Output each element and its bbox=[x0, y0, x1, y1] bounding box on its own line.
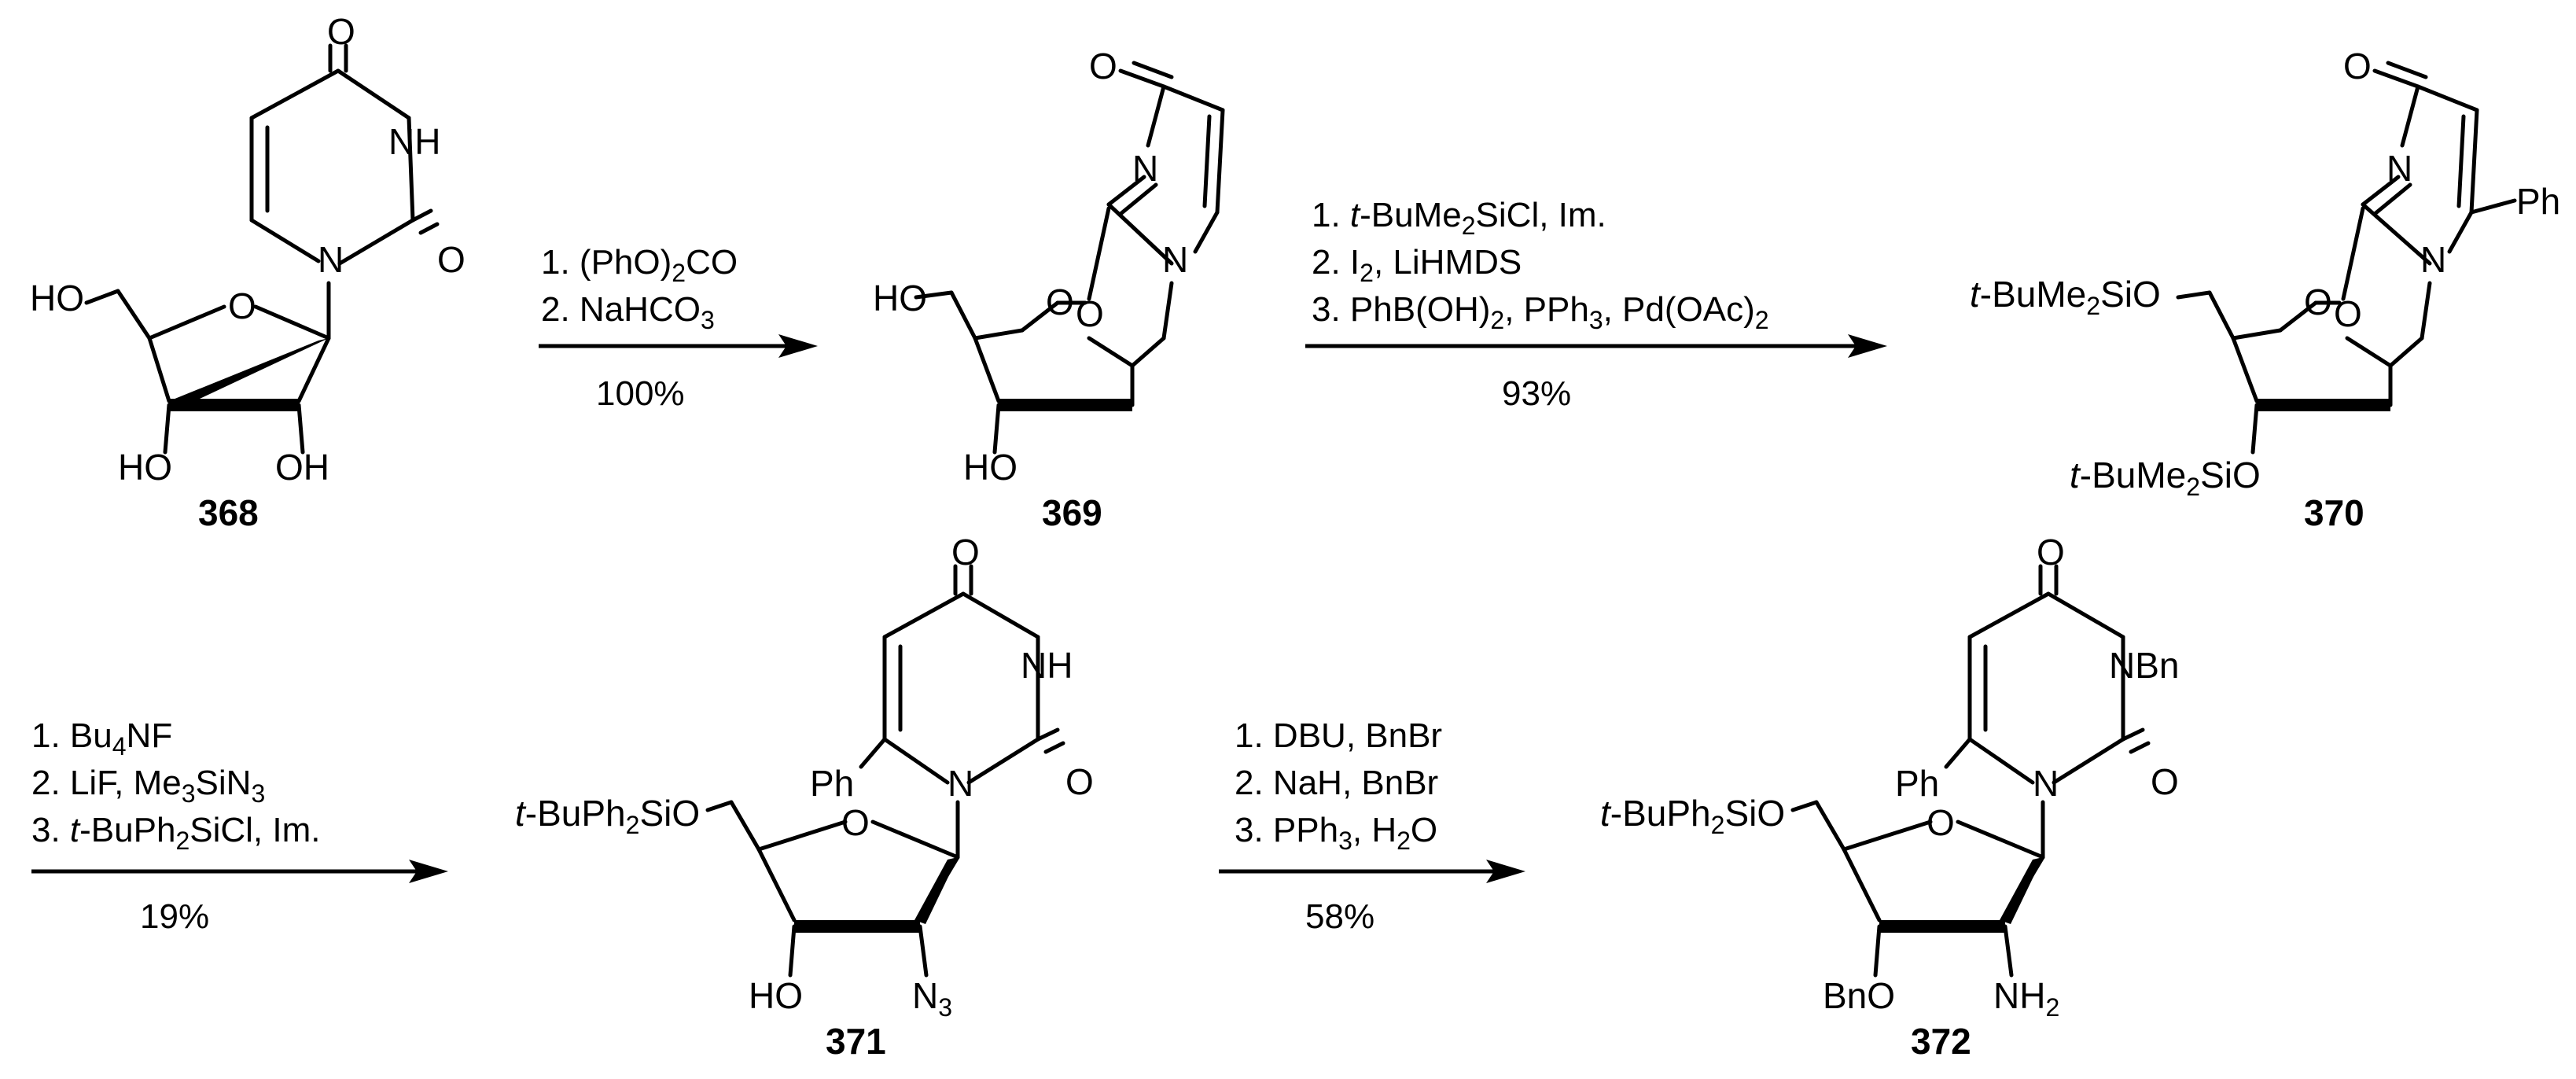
compound-370: O N N Ph O O t-BuMe2SiO t-BuMe2SiO 370 bbox=[1970, 46, 2560, 533]
atom-ho3: HO bbox=[118, 447, 172, 488]
compound-368: O NH O N O HO HO OH 368 bbox=[30, 11, 466, 533]
yield-3: 19% bbox=[140, 897, 209, 936]
conditions-3-line1: 1. Bu4NF bbox=[31, 716, 172, 760]
yield-2: 93% bbox=[1502, 374, 1571, 413]
compound-372: O NBn O N Ph O t-BuPh2SiO BnO NH2 372 bbox=[1600, 532, 2179, 1062]
atom-ring-o: O bbox=[1926, 802, 1955, 843]
compound-label-372: 372 bbox=[1911, 1021, 1971, 1062]
conditions-4-line1: 1. DBU, BnBr bbox=[1235, 716, 1442, 755]
yield-4: 58% bbox=[1305, 897, 1374, 936]
atom-o-carbonyl: O bbox=[951, 532, 980, 573]
reaction-arrow-1: 1. (PhO)2CO 2. NaHCO3 100% bbox=[539, 243, 818, 413]
atom-tbs5: t-BuMe2SiO bbox=[1970, 274, 2161, 320]
atom-ho3: HO bbox=[963, 447, 1018, 488]
conditions-3-line2: 2. LiF, Me3SiN3 bbox=[31, 764, 265, 808]
atom-ho5: HO bbox=[30, 278, 84, 319]
compound-label-368: 368 bbox=[198, 492, 259, 533]
conditions-3-line3: 3. t-BuPh2SiCl, Im. bbox=[31, 811, 320, 855]
compound-label-370: 370 bbox=[2304, 492, 2364, 533]
compound-label-371: 371 bbox=[826, 1021, 886, 1062]
reaction-arrow-4: 1. DBU, BnBr 2. NaH, BnBr 3. PPh3, H2O 5… bbox=[1219, 716, 1525, 936]
atom-o2: O bbox=[2151, 761, 2179, 802]
atom-ring-o: O bbox=[1046, 282, 1074, 322]
atom-bno: BnO bbox=[1823, 975, 1895, 1016]
atom-ho3: HO bbox=[749, 975, 803, 1016]
reaction-arrow-3: 1. Bu4NF 2. LiF, Me3SiN3 3. t-BuPh2SiCl,… bbox=[31, 716, 448, 936]
atom-o-carbonyl: O bbox=[2037, 532, 2065, 573]
atom-ph: Ph bbox=[810, 763, 854, 804]
atom-n1: N bbox=[1162, 239, 1188, 280]
atom-ring-o: O bbox=[841, 802, 870, 843]
compound-369: O N N O O HO HO 369 bbox=[873, 46, 1225, 533]
conditions-2-line2: 2. I2, LiHMDS bbox=[1312, 243, 1522, 287]
atom-o-carbonyl: O bbox=[1089, 46, 1117, 87]
yield-1: 100% bbox=[596, 374, 685, 413]
reaction-arrow-2: 1. t-BuMe2SiCl, Im. 2. I2, LiHMDS 3. PhB… bbox=[1305, 196, 1887, 413]
conditions-1-line1: 1. (PhO)2CO bbox=[541, 243, 738, 287]
atom-ring-o: O bbox=[2304, 282, 2332, 322]
atom-n3: N bbox=[2386, 148, 2412, 189]
atom-bridge-o: O bbox=[2334, 293, 2362, 334]
atom-n1: N bbox=[2420, 239, 2446, 280]
atom-o2: O bbox=[1065, 761, 1094, 802]
compound-371: O NH O N Ph O t-BuPh2SiO HO N3 371 bbox=[515, 532, 1094, 1062]
atom-o-carbonyl: O bbox=[2343, 46, 2372, 87]
atom-n1: N bbox=[318, 239, 344, 280]
atom-n1: N bbox=[2033, 763, 2059, 804]
atom-ring-o: O bbox=[228, 285, 256, 326]
atom-ph: Ph bbox=[2516, 181, 2560, 222]
conditions-1-line2: 2. NaHCO3 bbox=[541, 290, 715, 334]
atom-tbs3: t-BuMe2SiO bbox=[2070, 455, 2261, 501]
atom-nh: NH bbox=[388, 121, 440, 162]
atom-ho5: HO bbox=[873, 278, 927, 319]
atom-bridge-o: O bbox=[1076, 293, 1104, 334]
atom-n3: N3 bbox=[912, 975, 952, 1022]
conditions-4-line3: 3. PPh3, H2O bbox=[1235, 811, 1437, 855]
atom-nh: NH bbox=[1021, 645, 1073, 686]
conditions-2-line3: 3. PhB(OH)2, PPh3, Pd(OAc)2 bbox=[1312, 290, 1769, 334]
conditions-2-line1: 1. t-BuMe2SiCl, Im. bbox=[1312, 196, 1606, 240]
compound-label-369: 369 bbox=[1042, 492, 1102, 533]
atom-oh2: OH bbox=[275, 447, 329, 488]
atom-tbdps: t-BuPh2SiO bbox=[515, 793, 700, 839]
atom-tbdps: t-BuPh2SiO bbox=[1600, 793, 1785, 839]
atom-ph: Ph bbox=[1895, 763, 1939, 804]
atom-nbn: NBn bbox=[2109, 645, 2179, 686]
atom-n3: N bbox=[1132, 148, 1158, 189]
atom-n1: N bbox=[948, 763, 973, 804]
atom-nh2: NH2 bbox=[1993, 975, 2059, 1022]
atom-o-carbonyl: O bbox=[327, 11, 355, 52]
conditions-4-line2: 2. NaH, BnBr bbox=[1235, 764, 1438, 802]
atom-o2: O bbox=[437, 239, 466, 280]
